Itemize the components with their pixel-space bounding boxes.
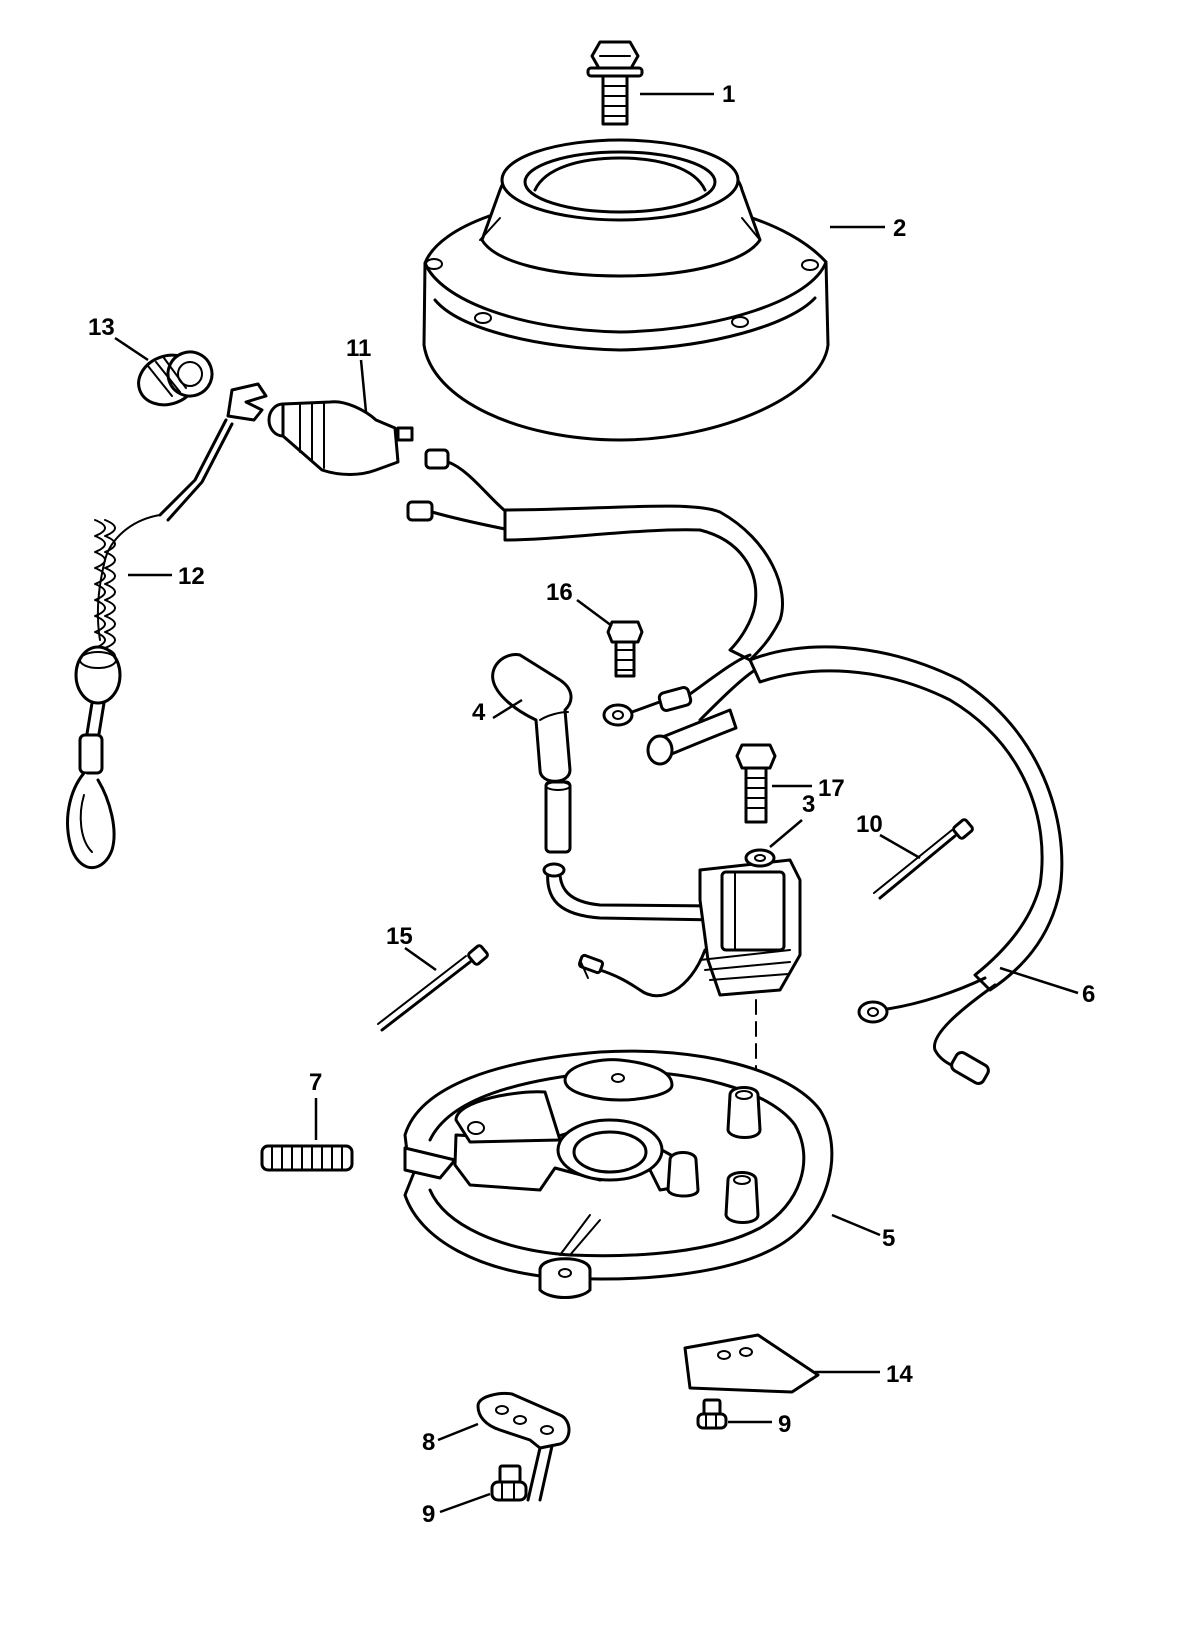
stop-switch-part [267, 400, 784, 662]
label-part-4: 4 [472, 699, 486, 726]
screw-9a-part [696, 1398, 728, 1430]
leader-5 [831, 1213, 881, 1237]
ignition-coil-part [542, 848, 802, 998]
label-part-9-upper: 9 [778, 1411, 791, 1438]
cable-tie-15-part [377, 944, 489, 1032]
bolt-17-part [735, 743, 777, 824]
leader-15 [404, 946, 437, 972]
screw-9b-part [490, 1464, 528, 1502]
label-part-15: 15 [386, 923, 413, 950]
label-part-12: 12 [178, 563, 205, 590]
label-part-16: 16 [546, 579, 573, 606]
label-part-3: 3 [802, 791, 815, 818]
label-part-8: 8 [422, 1429, 435, 1456]
label-part-7: 7 [309, 1069, 322, 1096]
label-part-1: 1 [722, 81, 735, 108]
part-labels: 1 2 13 11 12 16 4 17 3 10 15 6 7 5 14 8 … [88, 81, 1095, 1528]
leader-4 [492, 698, 523, 720]
set-screw-part [260, 1144, 354, 1172]
lanyard-part [66, 382, 268, 870]
spark-plug-boot-part [491, 653, 573, 854]
plate-14-part [683, 1333, 820, 1394]
cap-nut-part [137, 350, 214, 407]
leader-6 [999, 966, 1079, 995]
leader-16 [576, 598, 613, 628]
leader-8 [437, 1422, 479, 1442]
leader-11 [359, 359, 368, 413]
bracket-part [476, 1392, 571, 1502]
harness-wire-part [748, 645, 1064, 1085]
label-part-9-lower: 9 [422, 1501, 435, 1528]
leader-10 [879, 833, 921, 860]
label-part-5: 5 [882, 1225, 895, 1252]
cable-tie-10-part [873, 818, 974, 900]
label-part-14: 14 [886, 1361, 913, 1388]
label-part-13: 13 [88, 314, 115, 341]
ground-terminal-part [602, 653, 757, 766]
label-part-11: 11 [346, 335, 371, 362]
flywheel-part [422, 138, 830, 442]
leader-9b [439, 1492, 491, 1514]
label-part-17: 17 [818, 775, 845, 802]
stator-plate-part [403, 1049, 834, 1299]
label-part-2: 2 [893, 215, 906, 242]
bolt-16-part [606, 620, 644, 678]
label-part-10: 10 [856, 811, 883, 838]
flange-bolt-part [586, 40, 644, 126]
label-part-6: 6 [1082, 981, 1095, 1008]
leader-3 [769, 819, 803, 848]
leader-13 [114, 336, 149, 362]
